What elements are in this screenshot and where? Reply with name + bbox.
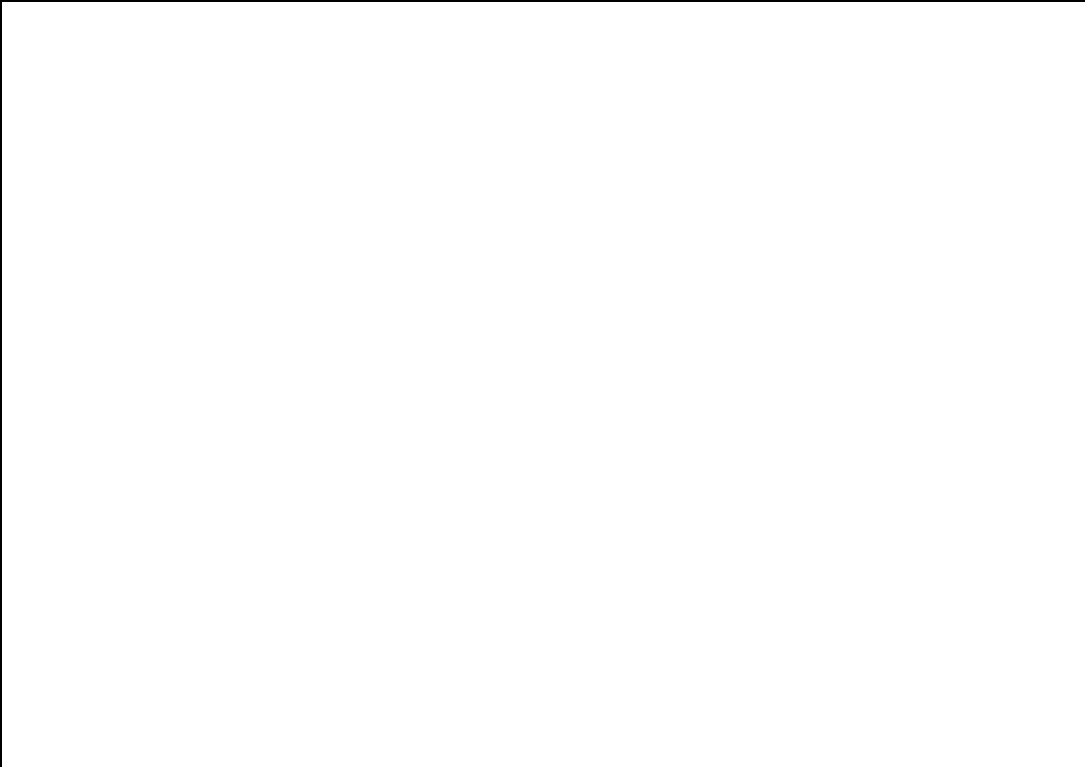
page-border-top-line bbox=[0, 0, 1085, 2]
page-border-left-line bbox=[0, 0, 2, 767]
legend bbox=[616, 68, 1082, 94]
